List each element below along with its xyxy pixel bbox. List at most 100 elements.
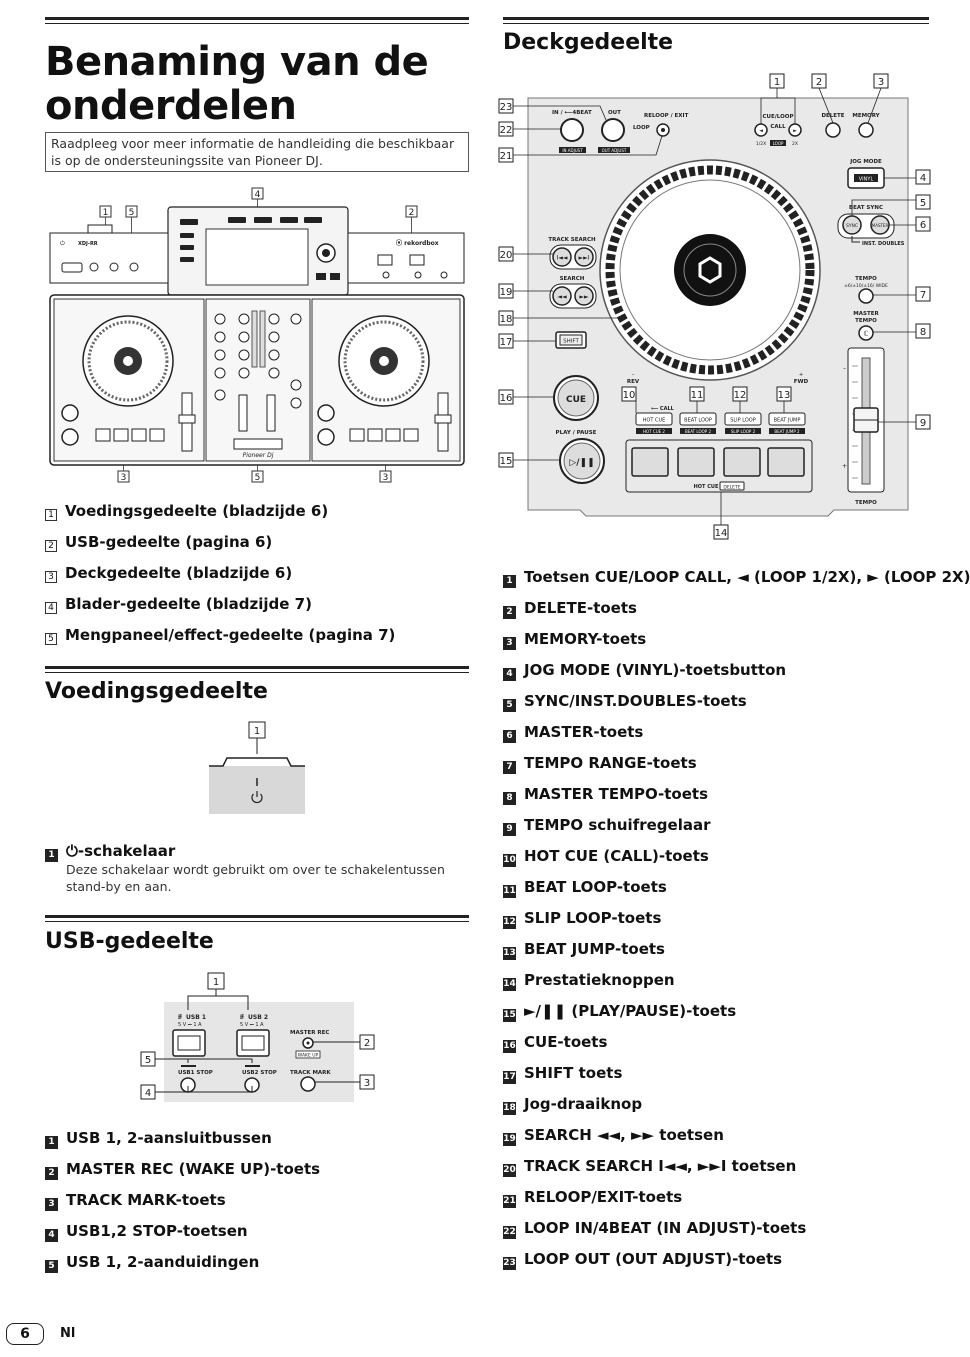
usb-title: USB-gedeelte <box>45 929 214 954</box>
deck-item-label: LOOP IN/4BEAT (IN ADJUST)-toets <box>524 1219 807 1237</box>
svg-text:12: 12 <box>734 390 747 401</box>
svg-text:TEMPO: TEMPO <box>855 318 877 324</box>
deck-item-label: TRACK SEARCH I◄◄, ►►I toetsen <box>524 1157 797 1175</box>
callout-number: 18 <box>503 1102 516 1115</box>
callout-number: 8 <box>503 792 516 805</box>
deck-item-label: SYNC/INST.DOUBLES-toets <box>524 692 747 710</box>
power-figure: 1 <box>205 720 309 816</box>
svg-text:USB 2: USB 2 <box>248 1014 268 1021</box>
svg-text:OUT ADJUST: OUT ADJUST <box>602 148 627 153</box>
power-item-label: ⏻-schakelaar <box>66 842 176 860</box>
svg-text:XDJ-RR: XDJ-RR <box>78 241 98 247</box>
svg-text:8: 8 <box>920 327 926 338</box>
callout-number: 1 <box>45 509 57 521</box>
usb-item-label: MASTER REC (WAKE UP)-toets <box>66 1160 321 1178</box>
svg-text:9: 9 <box>920 418 926 429</box>
deck-item-label: TEMPO RANGE-toets <box>524 754 697 772</box>
usb-item-2: 2 MASTER REC (WAKE UP)-toets <box>45 1159 321 1180</box>
svg-text:DELETE: DELETE <box>821 113 844 119</box>
svg-text:TEMPO: TEMPO <box>855 276 877 282</box>
svg-text:⏻: ⏻ <box>60 240 65 247</box>
svg-text:15: 15 <box>500 456 513 467</box>
callout-number: 13 <box>503 947 516 960</box>
svg-text:⭿: ⭿ <box>178 1014 182 1021</box>
deck-item-label: Prestatieknoppen <box>524 971 675 989</box>
svg-text:13: 13 <box>778 390 791 401</box>
deck-item-label: TEMPO schuifregelaar <box>524 816 711 834</box>
callout-number: 2 <box>45 1167 58 1180</box>
svg-text:+: + <box>842 463 847 470</box>
deck-item-label: SEARCH ◄◄, ►► toetsen <box>524 1126 724 1144</box>
callout-number: 14 <box>503 978 516 991</box>
deck-item-14: 14 Prestatieknoppen <box>503 970 675 991</box>
svg-text:20: 20 <box>500 250 513 261</box>
callout-number: 10 <box>503 854 516 867</box>
overview-item-label: Mengpaneel/effect-gedeelte (pagina 7) <box>65 626 396 644</box>
callout-number: 3 <box>503 637 516 650</box>
svg-text:►: ► <box>793 128 797 134</box>
svg-text:MASTER REC: MASTER REC <box>290 1030 329 1036</box>
svg-text:1: 1 <box>254 726 260 737</box>
svg-text:LOOP: LOOP <box>773 141 784 146</box>
callout-number: 1 <box>45 849 58 862</box>
svg-text:19: 19 <box>500 287 513 298</box>
callout-number: 17 <box>503 1071 516 1084</box>
svg-text:4: 4 <box>145 1088 151 1099</box>
svg-text:21: 21 <box>500 151 513 162</box>
svg-text:SHIFT: SHIFT <box>563 339 579 345</box>
deck-figure: IN / ⟵4BEAT OUT RELOOP / EXIT LOOP IN AD… <box>496 70 940 546</box>
svg-text:5 V ⎓ 1 A: 5 V ⎓ 1 A <box>240 1022 264 1028</box>
svg-text:11: 11 <box>691 390 704 401</box>
svg-text:BEAT SYNC: BEAT SYNC <box>849 205 883 211</box>
svg-text:10: 10 <box>623 390 636 401</box>
svg-text:CALL: CALL <box>770 124 786 130</box>
svg-text:IN ADJUST: IN ADJUST <box>562 148 583 153</box>
callout-number: 23 <box>503 1257 516 1270</box>
svg-text:MASTER: MASTER <box>872 223 889 228</box>
svg-text:LOOP: LOOP <box>633 125 650 131</box>
svg-text:USB1 STOP: USB1 STOP <box>178 1070 213 1076</box>
svg-text:Pioneer Dj: Pioneer Dj <box>243 452 274 459</box>
usb-item-label: USB 1, 2-aanduidingen <box>66 1253 260 1271</box>
svg-text:USB 1: USB 1 <box>186 1014 206 1021</box>
page-title: Benaming van de onderdelen <box>45 39 429 129</box>
overview-item-label: USB-gedeelte (pagina 6) <box>65 533 273 551</box>
svg-text:FWD: FWD <box>794 379 809 385</box>
callout-number: 11 <box>503 885 516 898</box>
svg-text:⟵ CALL: ⟵ CALL <box>651 406 675 412</box>
svg-text:◄: ◄ <box>759 128 763 134</box>
svg-text:3: 3 <box>878 77 884 88</box>
svg-text:IN / ⟵4BEAT: IN / ⟵4BEAT <box>552 110 592 116</box>
callout-number: 5 <box>45 633 57 645</box>
svg-text:14: 14 <box>715 528 728 539</box>
svg-text:1: 1 <box>774 77 780 88</box>
callout-number: 15 <box>503 1009 516 1022</box>
svg-text:6: 6 <box>920 220 926 231</box>
overview-item-5: 5 Mengpaneel/effect-gedeelte (pagina 7) <box>45 625 395 645</box>
overview-item-label: Deckgedeelte (bladzijde 6) <box>65 564 293 582</box>
deck-item-label: DELETE-toets <box>524 599 637 617</box>
callout-number: 1 <box>503 575 516 588</box>
svg-text:5 V ⎓ 1 A: 5 V ⎓ 1 A <box>178 1022 202 1028</box>
usb-item-label: TRACK MARK-toets <box>66 1191 226 1209</box>
overview-device-drawing: 4 1 5 2 3 5 3 <box>49 187 465 483</box>
svg-text:WAKE UP: WAKE UP <box>298 1053 319 1059</box>
svg-text:▷/❚❚: ▷/❚❚ <box>569 458 594 468</box>
svg-text:PLAY / PAUSE: PLAY / PAUSE <box>556 430 597 436</box>
callout-number: 6 <box>503 730 516 743</box>
page-number: 6 <box>6 1323 44 1345</box>
svg-text:TEMPO: TEMPO <box>855 500 877 506</box>
svg-text:SLIP LOOP 2: SLIP LOOP 2 <box>731 429 756 434</box>
